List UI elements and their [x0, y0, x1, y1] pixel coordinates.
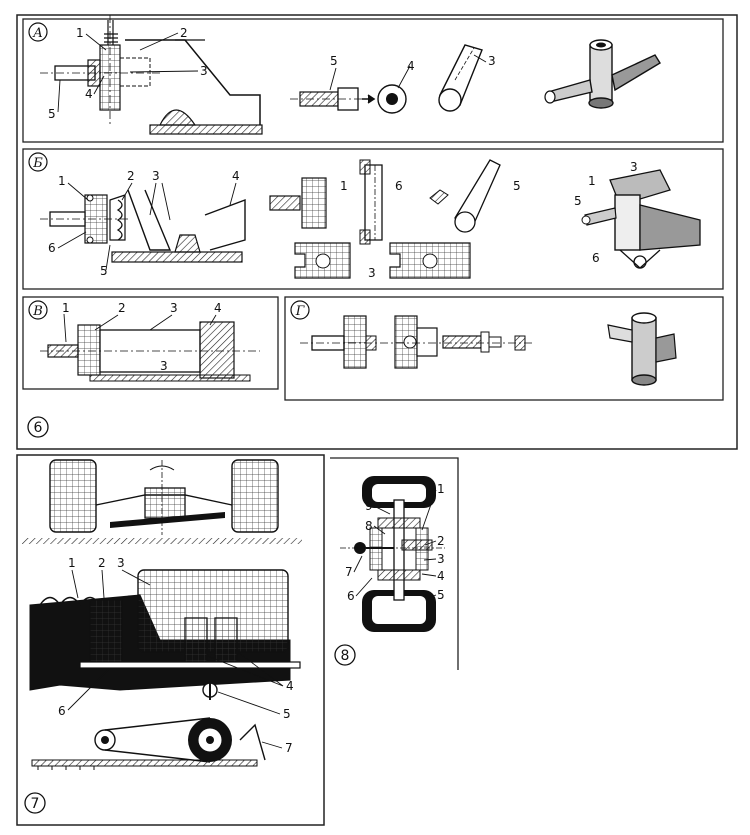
panel-v-marker	[28, 300, 48, 320]
figure-7-frame	[16, 454, 325, 826]
panel-g-isometric	[607, 312, 677, 386]
panel-a-exploded-parts	[290, 44, 483, 114]
figure-7-number: 7	[31, 796, 40, 812]
panel-a-marker	[28, 22, 48, 42]
figure-8-section	[340, 476, 445, 632]
label-a-5: 5	[48, 107, 56, 121]
label-b-3c: 3	[630, 160, 638, 174]
panel-a-letter: А	[32, 26, 43, 41]
label-b-3b: 3	[368, 266, 376, 280]
panel-v-labels: 1 2 3 4 3	[62, 301, 222, 373]
panel-b-frame	[22, 148, 724, 290]
label-v-2: 2	[118, 301, 126, 315]
label-8-6: 6	[347, 589, 355, 603]
panel-v-letter: В	[32, 304, 43, 319]
label-8-1: 1	[437, 482, 445, 496]
label-8-7: 7	[345, 565, 353, 579]
figure-8: 9 8 7 6 1 2 3 4 5 8	[330, 457, 459, 670]
panel-v-frame	[22, 296, 279, 390]
panel-b-labels: 1 2 3 4 6 5 1 6 5 3 3 1 5 6	[48, 160, 638, 280]
label-a-3: 3	[200, 64, 208, 78]
panel-g: Г	[284, 296, 724, 401]
label-7-5: 5	[283, 707, 291, 721]
label-b-1c: 1	[588, 174, 596, 188]
panel-b-marker	[28, 152, 48, 172]
panel-g-parts	[300, 315, 535, 369]
panel-b-assembly-section	[40, 189, 246, 263]
label-8-5: 5	[437, 588, 445, 602]
panel-g-marker	[290, 300, 310, 320]
label-b-1b: 1	[340, 179, 348, 193]
panel-v: В 1 2 3 4 3	[22, 296, 279, 390]
label-a-3b: 3	[488, 54, 496, 68]
panel-a-frame	[22, 18, 724, 143]
label-a-2: 2	[180, 26, 188, 40]
label-a-1: 1	[76, 26, 84, 40]
label-a-4b: 4	[407, 59, 415, 73]
figure-8-labels: 9 8 7 6 1 2 3 4 5	[345, 482, 445, 603]
panel-a-assembly-section	[40, 15, 263, 135]
label-b-6b: 6	[395, 179, 403, 193]
label-7-6: 6	[58, 704, 66, 718]
label-b-5: 5	[100, 264, 108, 278]
label-b-4: 4	[232, 169, 240, 183]
figure-6: А	[16, 14, 738, 450]
label-8-2: 2	[437, 534, 445, 548]
figure-7-section	[29, 569, 301, 700]
label-v-4: 4	[214, 301, 222, 315]
label-b-6c: 6	[592, 251, 600, 265]
panel-b: Б	[22, 148, 724, 290]
figure-7-labels: 1 2 3 4 5 6 7	[58, 556, 294, 755]
label-7-1: 1	[68, 556, 76, 570]
label-7-3: 3	[117, 556, 125, 570]
figure-6-frame	[16, 14, 738, 450]
figure-7-axle-view	[22, 459, 302, 544]
label-b-5c: 5	[574, 194, 582, 208]
panel-b-letter: Б	[32, 156, 43, 171]
label-8-8: 8	[365, 519, 373, 533]
label-8-3: 3	[437, 552, 445, 566]
panel-g-frame	[284, 296, 724, 401]
label-7-2: 2	[98, 556, 106, 570]
figure-6-number: 6	[34, 420, 43, 436]
label-b-5b: 5	[513, 179, 521, 193]
figure-7-belt-drive	[31, 717, 266, 770]
panel-a-labels: 1 2 3 4 5 5 4 3	[48, 26, 496, 121]
panel-a: А	[22, 15, 724, 143]
panel-a-isometric	[544, 39, 661, 109]
label-v-3: 3	[170, 301, 178, 315]
label-8-4: 4	[437, 569, 445, 583]
label-v-3b: 3	[160, 359, 168, 373]
label-8-9: 9	[365, 499, 373, 513]
panel-v-section	[40, 321, 260, 382]
panel-g-letter: Г	[295, 304, 305, 319]
panel-b-isometric	[581, 169, 701, 269]
label-7-4: 4	[286, 679, 294, 693]
label-b-3: 3	[152, 169, 160, 183]
label-b-2: 2	[127, 169, 135, 183]
label-7-7: 7	[285, 741, 293, 755]
figure-8-frame	[330, 457, 459, 670]
figure-7-number-marker	[24, 792, 46, 814]
figure-8-number: 8	[341, 648, 350, 664]
figure-6-number-marker	[27, 416, 49, 438]
label-a-4: 4	[85, 87, 93, 101]
label-a-5b: 5	[330, 54, 338, 68]
label-b-6: 6	[48, 241, 56, 255]
figure-8-number-marker	[334, 644, 356, 666]
figure-7: 1 2 3 4 5 6 7 7	[16, 454, 325, 826]
label-b-1: 1	[58, 174, 66, 188]
panel-b-exploded-parts	[269, 159, 501, 279]
label-v-1: 1	[62, 301, 70, 315]
